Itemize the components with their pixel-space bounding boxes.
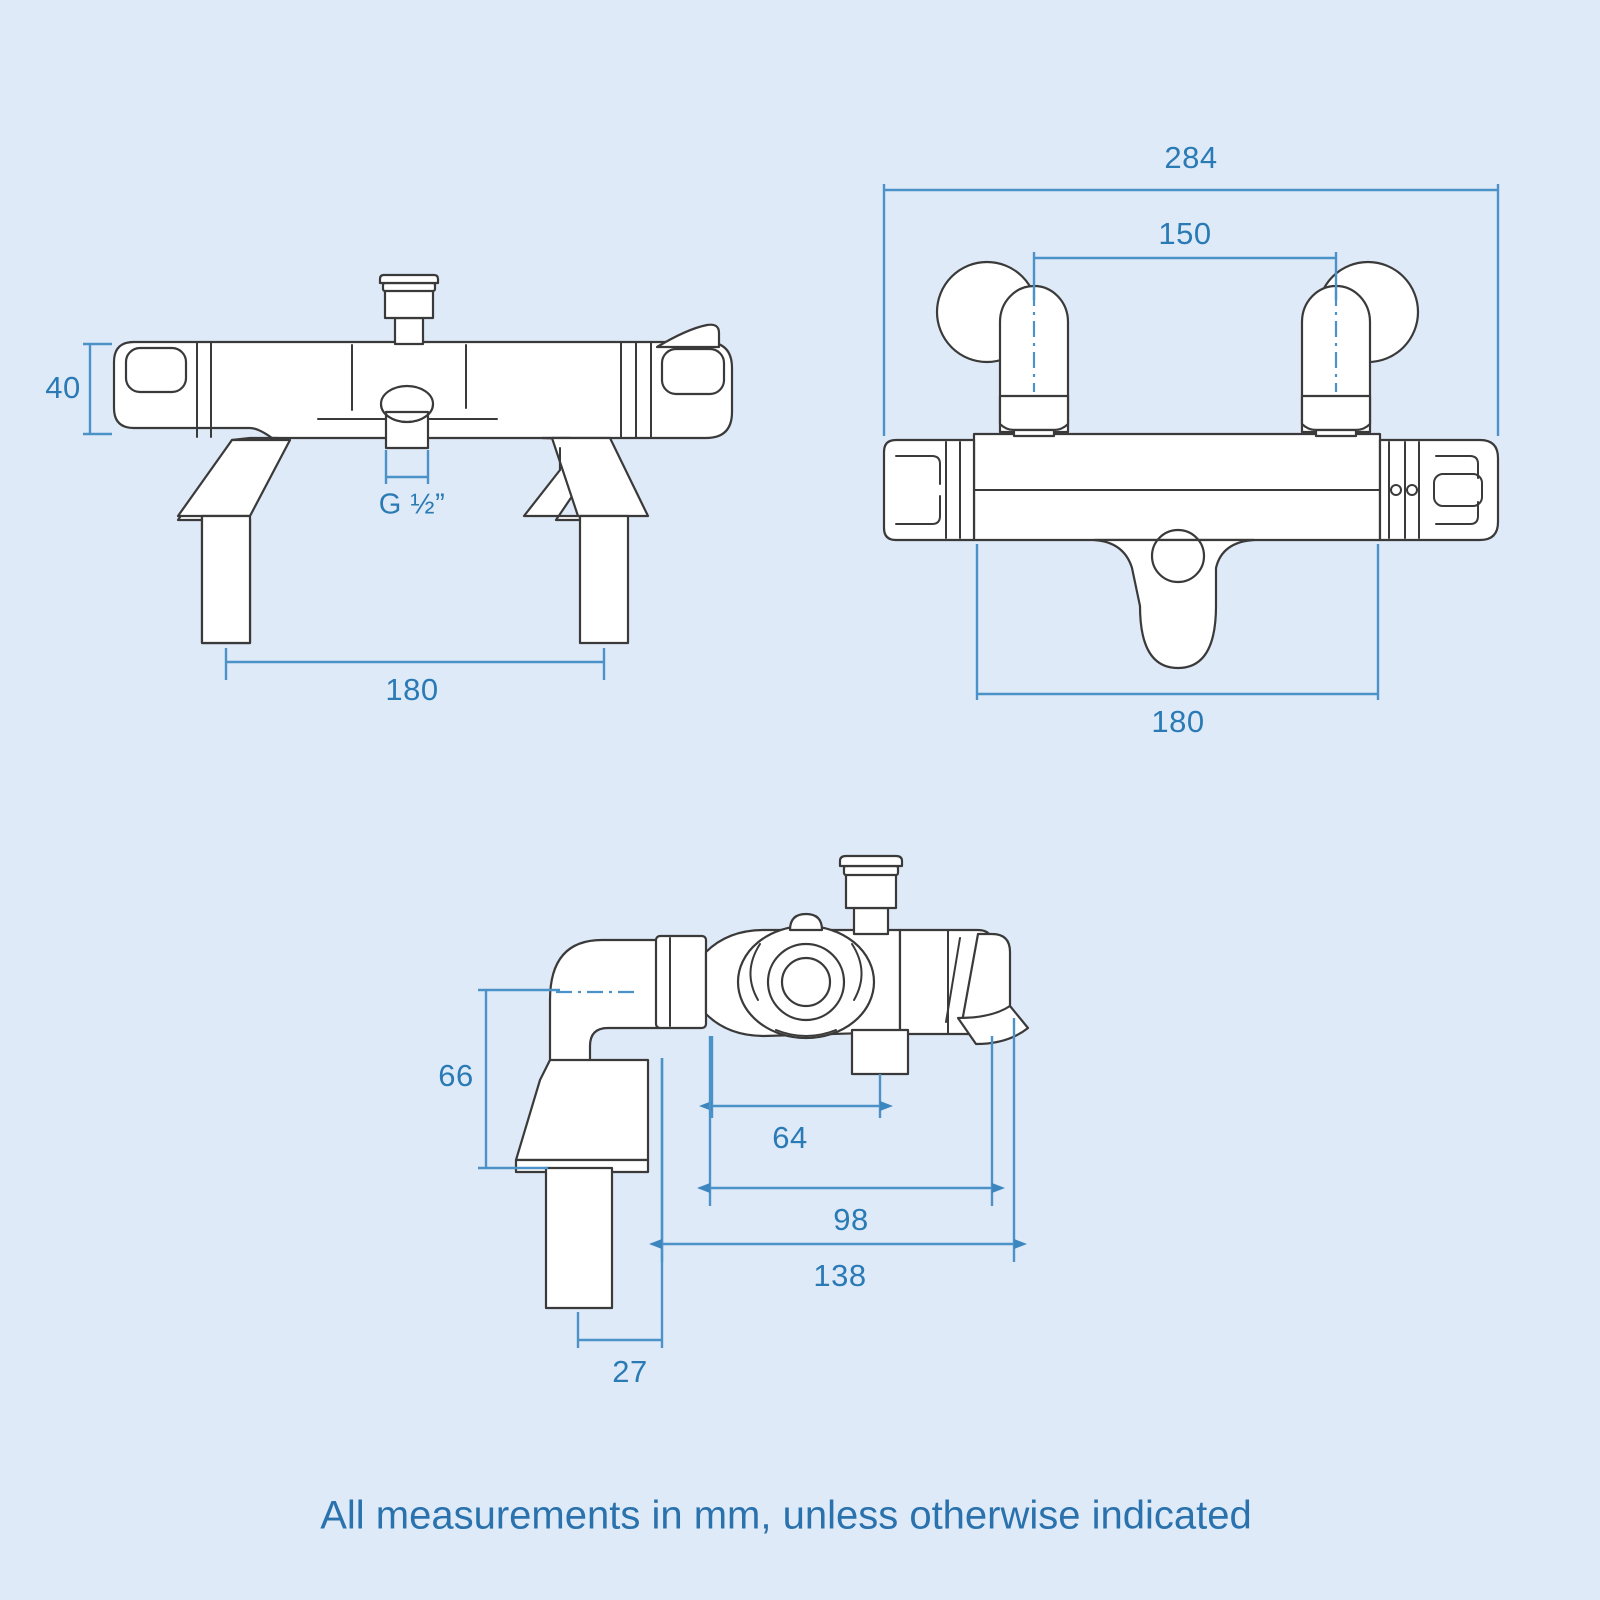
plan-view: 284 150 180 — [882, 140, 1500, 739]
dim40-label: 40 — [45, 370, 80, 405]
top-left-collar — [882, 438, 976, 542]
top-right-screw-hole-2 — [1406, 484, 1418, 496]
side-outlet-spigot — [850, 1028, 910, 1076]
top-right-notch-middle — [1433, 473, 1483, 507]
measurements-caption: All measurements in mm, unless otherwise… — [320, 1494, 1252, 1538]
top-left-collar-notch-lower — [895, 495, 941, 525]
top-body-bar — [972, 432, 1382, 542]
top-right-notch-upper — [1435, 455, 1479, 479]
dimension-side-proj-64: 64 — [699, 1036, 893, 1155]
dimension-front-thread: G ½” — [379, 450, 445, 521]
dim138-label: 138 — [813, 1258, 866, 1293]
side-handle-grip-1 — [749, 943, 761, 1001]
front-elevation-view: 40 G ½” 180 — [45, 273, 734, 707]
front-right-inlet-tail — [578, 514, 630, 645]
top-right-notch-lower — [1435, 501, 1479, 525]
top-right-collar — [1378, 438, 1500, 542]
side-diverter-cap — [838, 854, 904, 868]
front-right-leg-body — [550, 436, 650, 518]
dim64-label: 64 — [772, 1120, 807, 1155]
side-temp-handle-mid — [766, 942, 846, 1022]
front-left-leg-top-edge — [271, 437, 291, 441]
dim284-label: 284 — [1164, 140, 1217, 175]
top-right-handle-stem — [1314, 428, 1358, 438]
dimension-front-centres-180: 180 — [224, 648, 606, 707]
top-left-handle-stem — [1012, 428, 1056, 438]
top-right-screw-hole-1 — [1390, 484, 1402, 496]
front-outlet-ellipse-lower — [380, 403, 434, 423]
side-handle-grip-3 — [775, 1029, 837, 1037]
front-left-handle-cap — [124, 346, 188, 394]
top-spout-lug — [1092, 538, 1256, 670]
side-elevation-view: 66 27 64 98 — [438, 854, 1030, 1389]
dimension-side-proj-98: 98 — [697, 1036, 1005, 1237]
dim98-label: 98 — [833, 1202, 868, 1237]
side-inlet-tail — [544, 1166, 614, 1310]
top-left-handle-base — [998, 394, 1070, 432]
side-connector-collar — [654, 934, 708, 1030]
front-diverter-ring-lower — [381, 281, 437, 293]
side-handle-grip-2 — [851, 943, 863, 1001]
dim27-label: 27 — [612, 1354, 647, 1389]
dimension-top-handle-150: 150 — [1032, 216, 1338, 300]
side-diverter-body — [844, 872, 898, 910]
top-spout-outlet-circle — [1150, 528, 1206, 584]
front-outlet-spigot — [384, 410, 430, 450]
front-right-lever-tab — [655, 323, 721, 349]
dim180f-label: 180 — [385, 672, 438, 707]
side-handle-nub — [788, 912, 824, 932]
dim66-label: 66 — [438, 1058, 473, 1093]
dimension-side-height-66: 66 — [438, 988, 560, 1170]
dimension-top-inlet-180: 180 — [975, 544, 1380, 739]
side-diverter-ring — [842, 864, 900, 877]
top-right-handle-base — [1300, 394, 1372, 432]
front-left-inlet-tube — [200, 514, 252, 645]
front-diverter-neck — [393, 316, 425, 346]
front-diverter-body — [383, 288, 435, 320]
side-diverter-neck — [852, 906, 890, 936]
dim180t-label: 180 — [1151, 704, 1204, 739]
front-diverter-cap — [378, 273, 440, 285]
dimension-side-proj-138: 138 — [649, 1018, 1027, 1293]
side-temp-handle-inner — [780, 956, 832, 1008]
dimension-front-height-40: 40 — [45, 342, 112, 436]
dimension-top-overall-284: 284 — [882, 140, 1500, 436]
top-left-collar-notch-upper — [895, 455, 941, 485]
side-right-handle-seam — [945, 937, 961, 1023]
dimG-label: G ½” — [379, 489, 445, 521]
side-right-lever — [956, 1004, 1030, 1046]
dim150-label: 150 — [1158, 216, 1211, 251]
side-temp-handle-outer — [736, 924, 876, 1040]
front-right-handle-cap — [660, 347, 726, 396]
